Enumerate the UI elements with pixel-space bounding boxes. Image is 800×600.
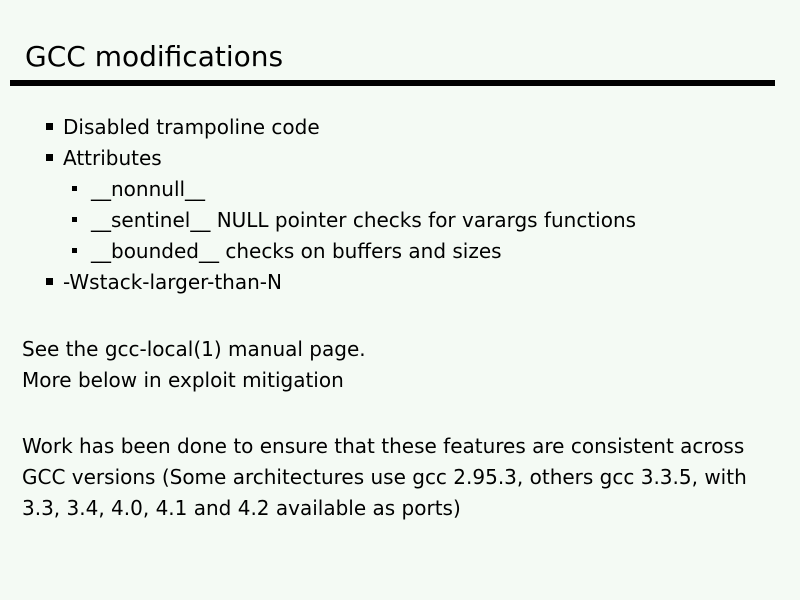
notes-block: See the gcc-local(1) manual page. More b…: [22, 334, 366, 396]
bullet-item: __nonnull__: [0, 173, 636, 204]
square-bullet-icon: [46, 278, 53, 285]
bullet-text: -Wstack-larger-than-N: [63, 269, 282, 294]
page-title: GCC modifications: [25, 40, 284, 73]
bullet-item: Attributes: [0, 142, 636, 173]
note-line: See the gcc-local(1) manual page.: [22, 337, 366, 361]
closing-paragraph: Work has been done to ensure that these …: [22, 434, 747, 520]
square-bullet-icon: [46, 123, 53, 130]
note-line: More below in exploit mitigation: [22, 368, 344, 392]
square-bullet-icon: [72, 217, 77, 222]
bullet-text: __nonnull__: [91, 176, 206, 201]
title-underline-rule: [10, 80, 775, 86]
bullet-item: __bounded__ checks on buffers and sizes: [0, 235, 636, 266]
square-bullet-icon: [72, 186, 77, 191]
bullet-text: __bounded__ checks on buffers and sizes: [91, 238, 502, 263]
square-bullet-icon: [72, 248, 77, 253]
bullet-item: -Wstack-larger-than-N: [0, 266, 636, 297]
bullet-text: Disabled trampoline code: [63, 114, 320, 139]
square-bullet-icon: [46, 154, 53, 161]
bullet-item: __sentinel__ NULL pointer checks for var…: [0, 204, 636, 235]
bullet-text: Attributes: [63, 145, 162, 170]
bullet-text: __sentinel__ NULL pointer checks for var…: [91, 207, 637, 232]
bullet-item: Disabled trampoline code: [0, 111, 636, 142]
